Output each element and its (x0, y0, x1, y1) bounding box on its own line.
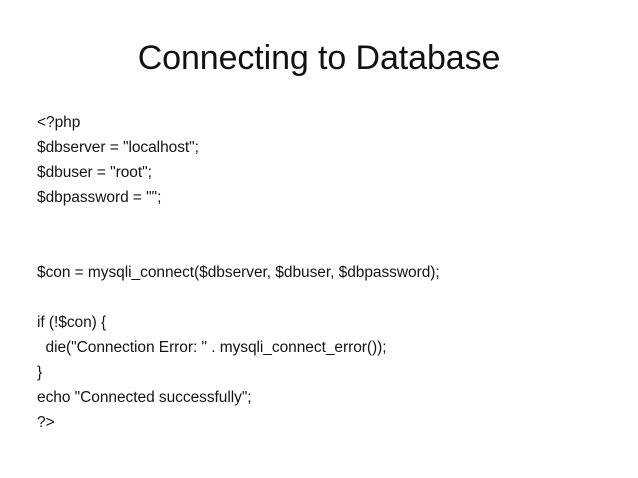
code-line: $dbpassword = ""; (37, 189, 162, 206)
code-line: $con = mysqli_connect($dbserver, $dbuser… (37, 264, 440, 281)
code-block: <?php $dbserver = "localhost"; $dbuser =… (37, 110, 617, 435)
code-line-blank (37, 210, 617, 235)
page-title: Connecting to Database (137, 39, 501, 77)
code-line-blank (37, 285, 617, 310)
code-line: $dbuser = "root"; (37, 164, 152, 181)
code-line: <?php (37, 114, 81, 131)
code-line: if (!$con) { (37, 314, 107, 331)
code-line: echo "Connected successfully"; (37, 389, 252, 406)
code-line: } (37, 364, 43, 381)
code-line: ?> (37, 414, 55, 431)
code-line: die("Connection Error: " . mysqli_connec… (37, 339, 387, 356)
code-line-blank (37, 235, 617, 260)
code-line: $dbserver = "localhost"; (37, 139, 199, 156)
